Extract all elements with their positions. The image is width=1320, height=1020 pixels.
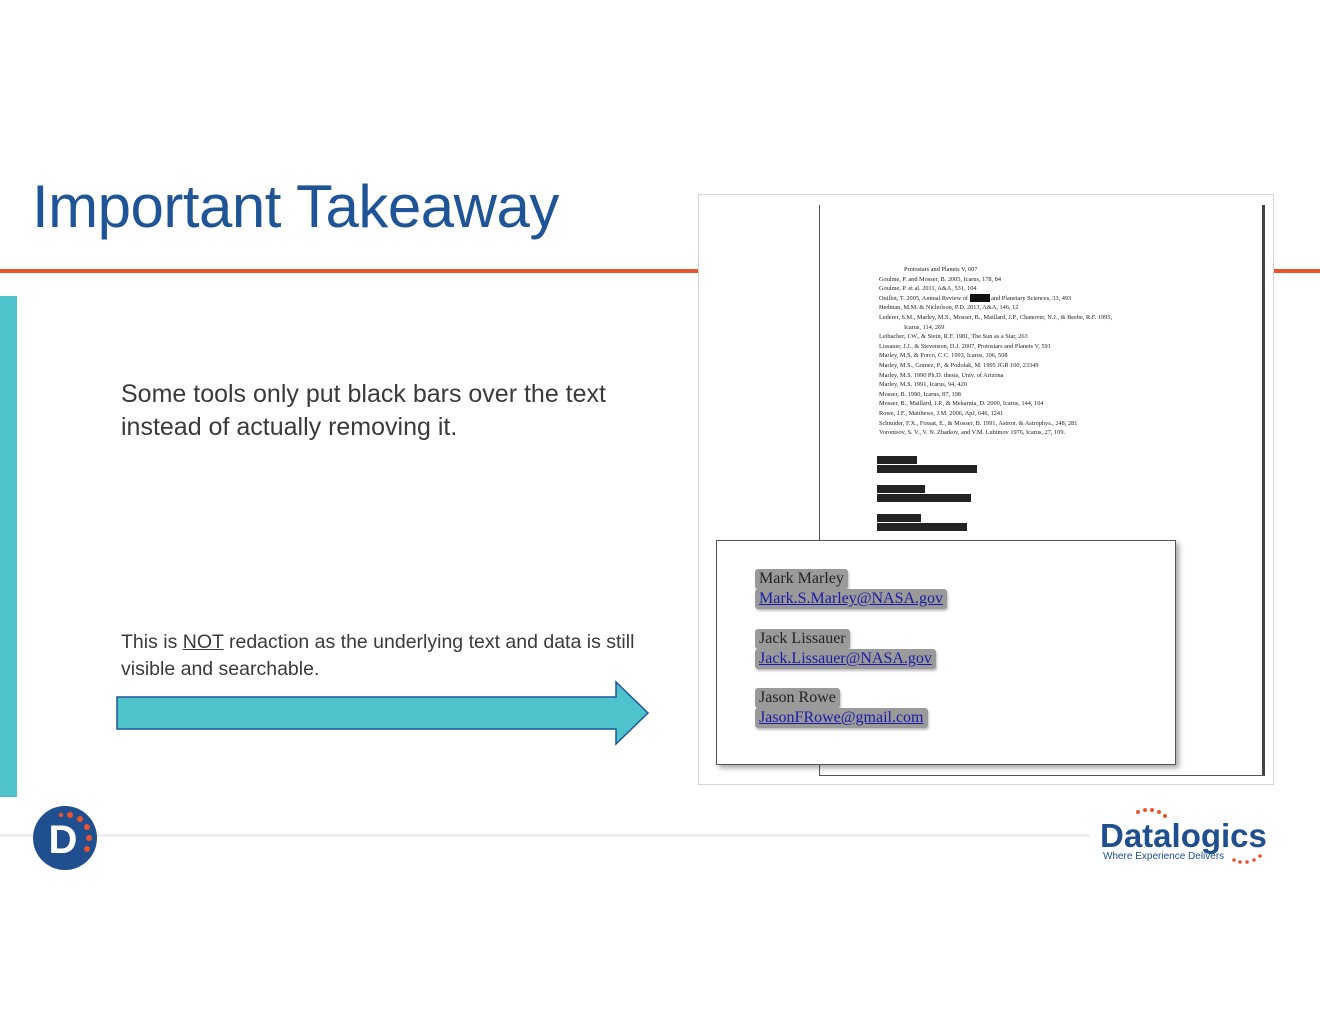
note-statement: This is NOT redaction as the underlying … <box>121 629 641 683</box>
slide-title: Important Takeaway <box>32 173 559 240</box>
datalogics-d-logo-icon: D <box>33 806 97 870</box>
contact-name: Mark Marley <box>755 569 848 589</box>
contact-email-link[interactable]: Mark.S.Marley@NASA.gov <box>755 589 948 609</box>
main-statement: Some tools only put black bars over the … <box>121 380 606 441</box>
contact-name: Jason Rowe <box>755 688 840 708</box>
reference-line: Protostars and Planets V, 607 <box>904 266 978 273</box>
contact-entry: Jason Rowe JasonFRowe@gmail.com <box>755 688 928 728</box>
reference-line: Goulme, P. and Mosser, B. 2005, Icarus, … <box>879 275 1002 283</box>
redacted-bar <box>877 514 921 522</box>
zoomed-contacts-callout: Mark Marley Mark.S.Marley@NASA.gov Jack … <box>716 540 1176 765</box>
redaction-block <box>969 294 990 303</box>
note-emphasis: NOT <box>182 631 224 653</box>
company-tagline: Where Experience Delivers <box>1103 851 1224 862</box>
reference-line: Marley, M.S. 1991, Icarus, 94, 420 <box>879 381 967 389</box>
reference-line: Goulme, P. et al. 2011, A&A, 531, 104 <box>879 285 977 293</box>
reference-line: Mosser, B. 1990, Icarus, 87, 198 <box>879 390 961 398</box>
company-name: Datalogics <box>1100 817 1267 854</box>
reference-line: Leibacher, J.W., & Stein, R.F. 1981, The… <box>879 333 1028 341</box>
reference-text: Ouillot, T. 2005, Annual Review of <box>879 294 970 302</box>
page-bottom-edge <box>819 775 1265 776</box>
redacted-bar <box>877 523 967 531</box>
reference-line: Marley, M.S. & Porco, C.C. 1993, Icarus,… <box>879 352 1008 360</box>
page-left-edge <box>819 205 820 775</box>
reference-line: Ouillot, T. 2005, Annual Review of and P… <box>879 294 1199 304</box>
contact-email-link[interactable]: JasonFRowe@gmail.com <box>755 708 928 728</box>
reference-line: Marley, M.S. 1990 Ph.D. thesis, Univ. of… <box>879 371 1004 379</box>
redacted-bar <box>877 456 917 464</box>
redacted-bar <box>877 494 971 502</box>
reference-line: Schmider, F.X., Fossat, E., & Mosser, B.… <box>879 419 1078 427</box>
reference-line: Lissauer, J.J., & Stevenson, D.J. 2007, … <box>879 342 1051 350</box>
reference-line: Icarus, 114, 269 <box>904 323 945 331</box>
footer-divider <box>0 834 1090 837</box>
reference-line: Vorontsov, S. V., V. N. Zharkov, and V.M… <box>879 429 1066 437</box>
redacted-bar <box>877 485 925 493</box>
title-divider <box>0 269 1320 273</box>
contact-entry: Mark Marley Mark.S.Marley@NASA.gov <box>755 569 948 609</box>
logo-letter: D <box>49 818 78 862</box>
redacted-bar <box>877 465 977 473</box>
contact-name: Jack Lissauer <box>755 629 850 649</box>
reference-line: Hedman, M.M. & Nicholson, P.D. 2013, A&A… <box>879 304 1019 312</box>
datalogics-wordmark-logo: Datalogics Where Experience Delivers <box>1100 808 1267 864</box>
right-arrow-icon <box>116 680 650 746</box>
contact-entry: Jack Lissauer Jack.Lissauer@NASA.gov <box>755 629 936 669</box>
contact-email-link[interactable]: Jack.Lissauer@NASA.gov <box>755 649 936 669</box>
reference-line: Lederer, S.M., Marley, M.S., Mosser, B.,… <box>879 313 1113 321</box>
reference-text: and Planetary Sciences, 33, 493 <box>989 294 1072 302</box>
reference-line: Mosser, B., Maillard, J.P., & Mekarnia, … <box>879 400 1044 408</box>
note-text-end: redaction as the underlying text and dat… <box>121 631 635 680</box>
accent-sidebar-bar <box>0 296 17 797</box>
reference-line: Rowe, J.F., Matthews, J.M. 2006, ApJ, 64… <box>879 409 1004 417</box>
page-right-edge <box>1262 205 1265 775</box>
note-text-start: This is <box>121 631 183 653</box>
reference-line: Marley, M.S., Gomez, P., & Podolak, M. 1… <box>879 361 1039 369</box>
